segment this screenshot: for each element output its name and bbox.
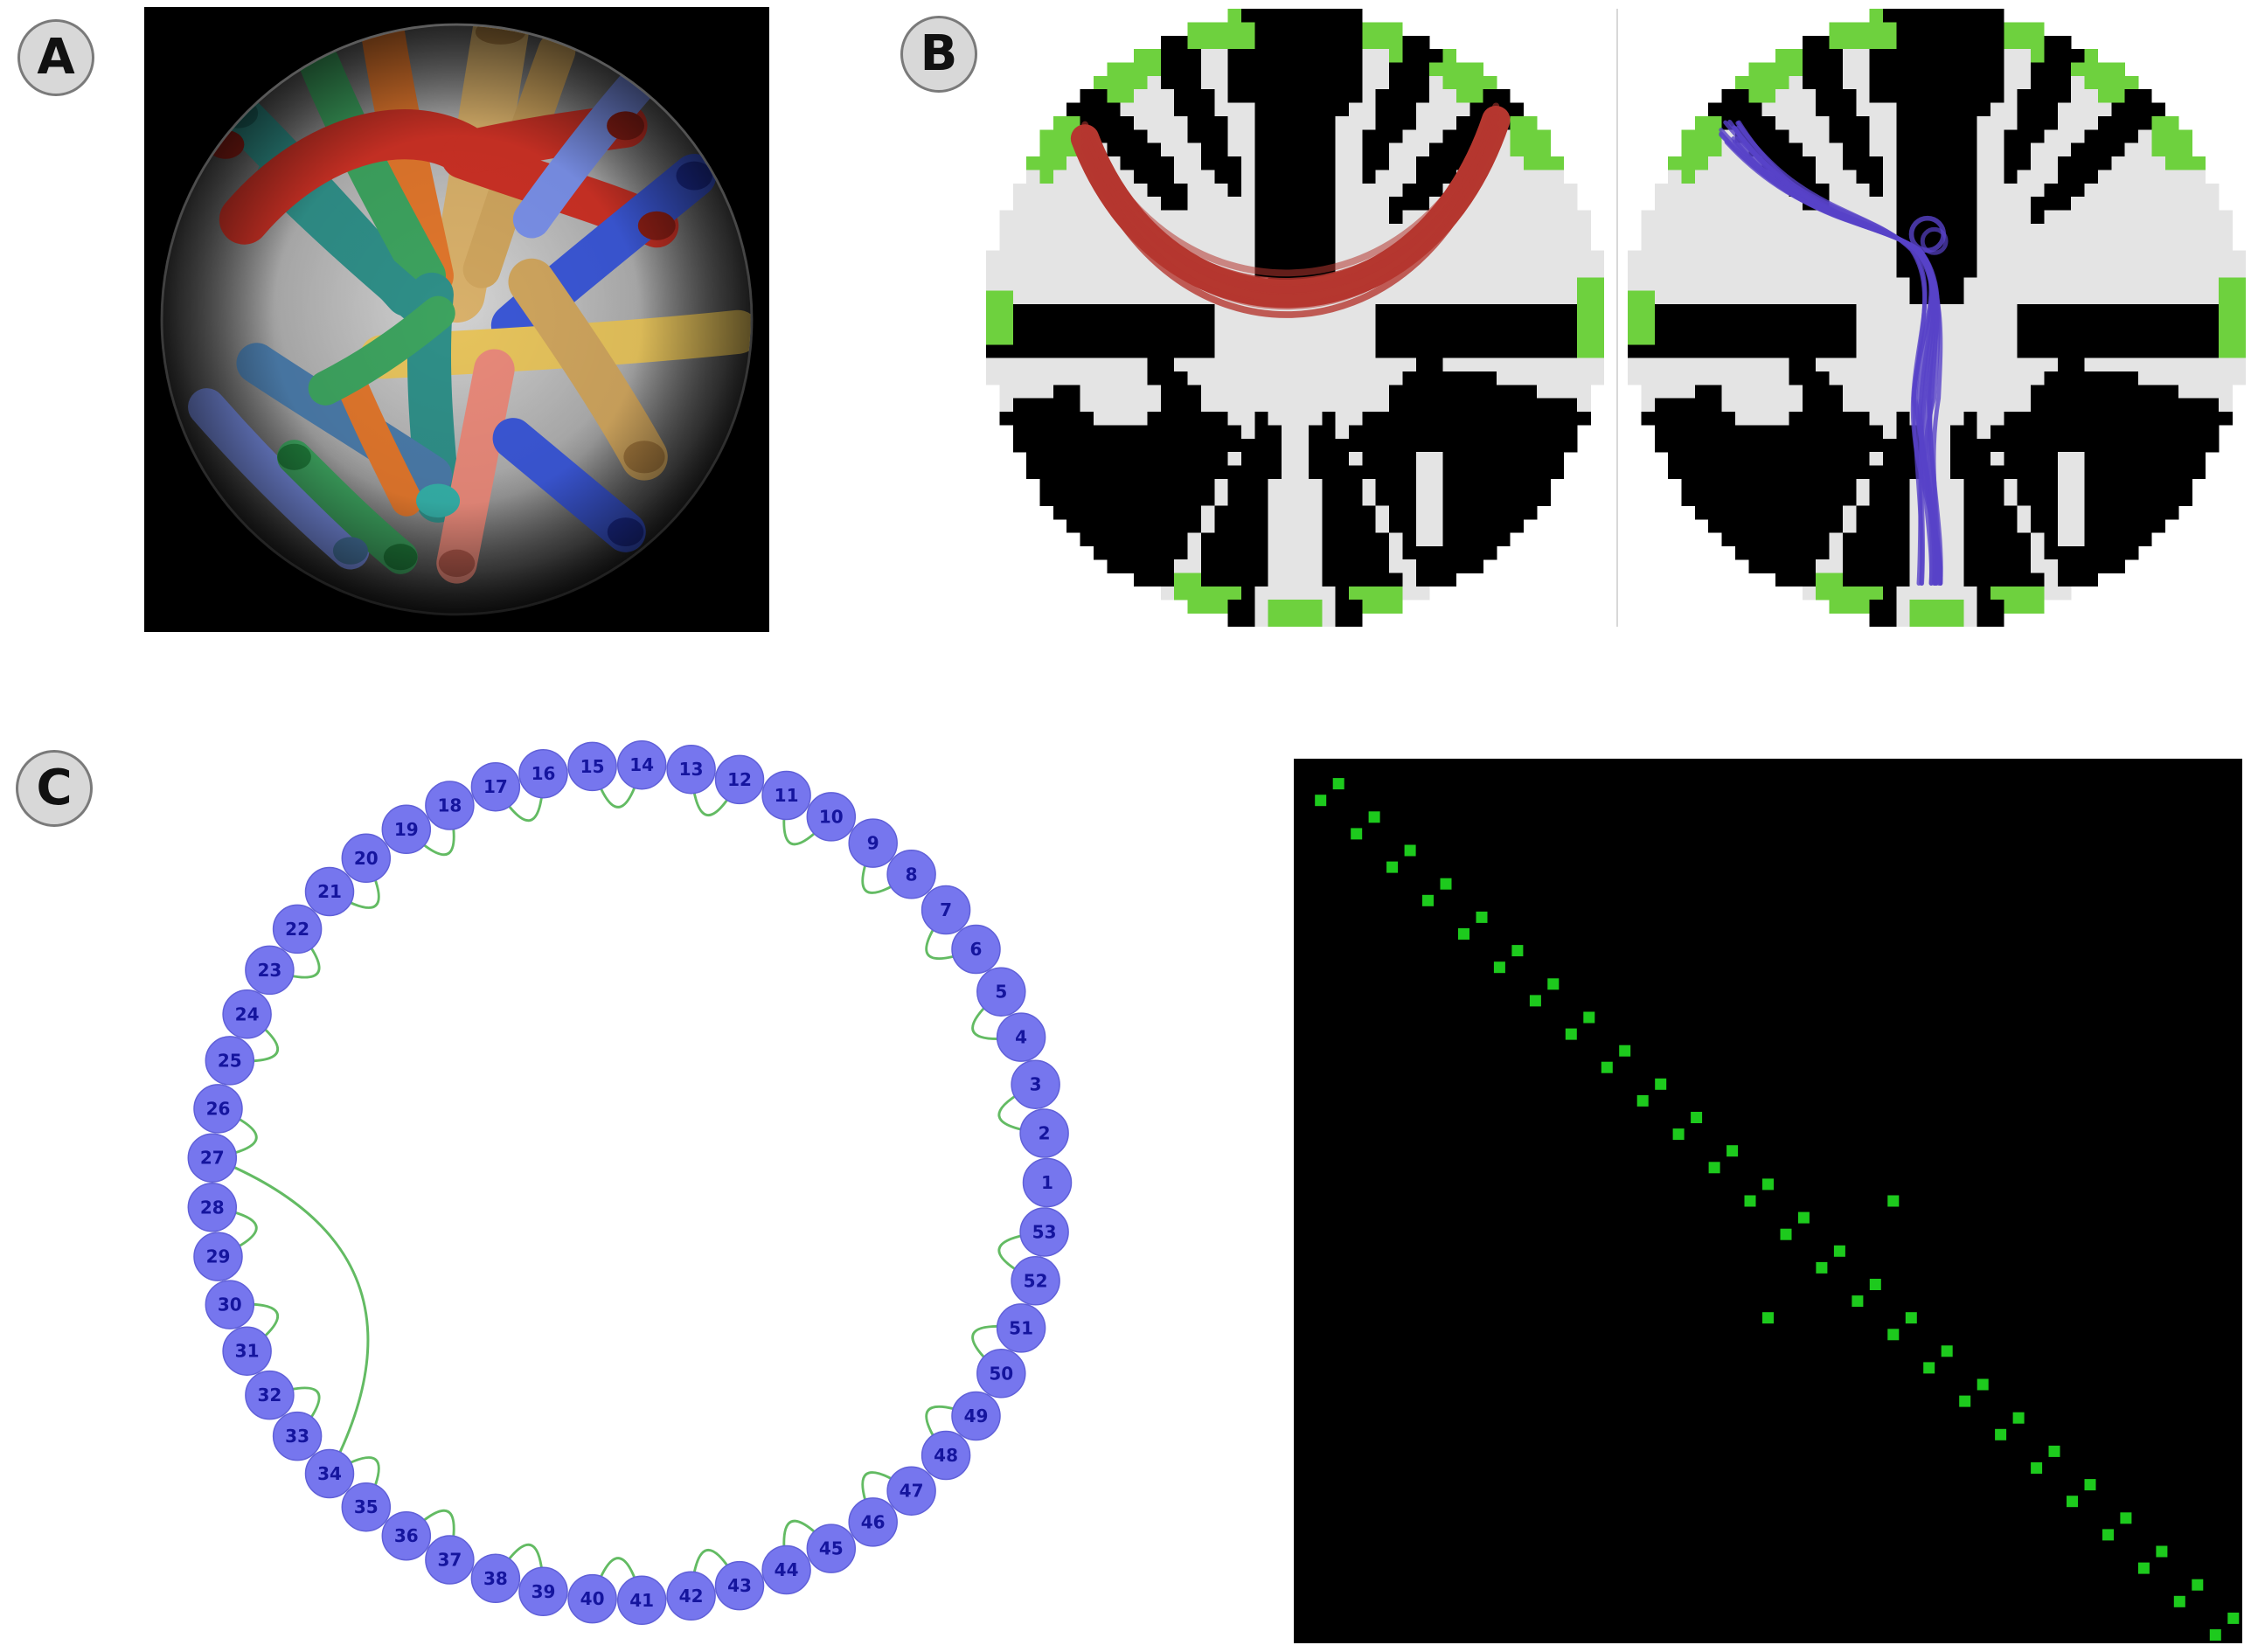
svg-text:1: 1 bbox=[1041, 1172, 1053, 1193]
svg-text:36: 36 bbox=[394, 1525, 419, 1546]
panel-b-mask-red-bundle bbox=[986, 9, 1604, 627]
svg-text:43: 43 bbox=[727, 1575, 752, 1596]
svg-text:4: 4 bbox=[1015, 1027, 1027, 1048]
panel-a-3d-fiber-render bbox=[144, 7, 769, 632]
svg-text:40: 40 bbox=[580, 1588, 605, 1609]
svg-text:9: 9 bbox=[867, 833, 879, 854]
panel-b-divider bbox=[1616, 9, 1618, 627]
svg-text:48: 48 bbox=[934, 1445, 958, 1466]
svg-text:6: 6 bbox=[970, 939, 983, 960]
svg-text:42: 42 bbox=[679, 1586, 704, 1607]
panel-c-letter: C bbox=[36, 760, 73, 816]
svg-text:3: 3 bbox=[1030, 1074, 1042, 1095]
svg-text:20: 20 bbox=[354, 848, 379, 869]
svg-text:26: 26 bbox=[206, 1098, 231, 1119]
svg-text:15: 15 bbox=[580, 756, 605, 777]
panel-a-badge: A bbox=[17, 19, 94, 96]
svg-text:25: 25 bbox=[218, 1050, 242, 1071]
panel-c-chord-diagram: 1234567891011121314151617181920212223242… bbox=[187, 739, 1073, 1626]
panel-a-letter: A bbox=[37, 29, 75, 86]
svg-text:49: 49 bbox=[964, 1406, 989, 1426]
svg-text:2: 2 bbox=[1039, 1123, 1051, 1144]
svg-text:32: 32 bbox=[257, 1385, 281, 1406]
svg-text:14: 14 bbox=[629, 754, 654, 775]
svg-text:21: 21 bbox=[317, 881, 342, 902]
svg-text:8: 8 bbox=[906, 864, 918, 885]
svg-text:19: 19 bbox=[394, 819, 419, 840]
svg-text:18: 18 bbox=[437, 795, 462, 816]
svg-text:33: 33 bbox=[285, 1426, 309, 1447]
svg-text:12: 12 bbox=[727, 769, 752, 790]
svg-text:10: 10 bbox=[819, 806, 844, 827]
svg-text:44: 44 bbox=[775, 1559, 799, 1580]
svg-text:39: 39 bbox=[531, 1581, 556, 1602]
svg-text:53: 53 bbox=[1032, 1222, 1057, 1243]
svg-text:38: 38 bbox=[483, 1568, 508, 1589]
panel-b-badge: B bbox=[900, 16, 977, 93]
svg-text:45: 45 bbox=[819, 1538, 844, 1559]
svg-text:5: 5 bbox=[995, 982, 1007, 1003]
panel-c-badge: C bbox=[16, 750, 93, 827]
svg-text:13: 13 bbox=[679, 759, 704, 780]
panel-b-mask-purple-bundle bbox=[1628, 9, 2246, 627]
svg-text:16: 16 bbox=[531, 763, 556, 784]
svg-text:17: 17 bbox=[483, 776, 508, 797]
svg-text:23: 23 bbox=[257, 960, 281, 981]
svg-text:24: 24 bbox=[235, 1003, 260, 1024]
svg-text:47: 47 bbox=[900, 1481, 924, 1502]
svg-text:30: 30 bbox=[218, 1295, 242, 1315]
svg-text:41: 41 bbox=[629, 1590, 654, 1611]
svg-text:35: 35 bbox=[354, 1496, 379, 1517]
panel-c-connectivity-matrix bbox=[1294, 759, 2242, 1643]
svg-text:51: 51 bbox=[1009, 1317, 1033, 1338]
svg-text:37: 37 bbox=[437, 1550, 462, 1571]
svg-text:29: 29 bbox=[206, 1246, 231, 1267]
svg-text:50: 50 bbox=[989, 1363, 1013, 1384]
panel-b-letter: B bbox=[920, 25, 958, 82]
svg-text:11: 11 bbox=[775, 785, 799, 806]
svg-text:7: 7 bbox=[940, 899, 952, 920]
svg-text:22: 22 bbox=[285, 919, 309, 940]
svg-text:52: 52 bbox=[1024, 1270, 1048, 1291]
svg-text:31: 31 bbox=[235, 1341, 260, 1362]
svg-text:34: 34 bbox=[317, 1463, 342, 1484]
svg-text:27: 27 bbox=[200, 1148, 225, 1169]
svg-text:46: 46 bbox=[861, 1511, 886, 1532]
svg-text:28: 28 bbox=[200, 1197, 225, 1218]
